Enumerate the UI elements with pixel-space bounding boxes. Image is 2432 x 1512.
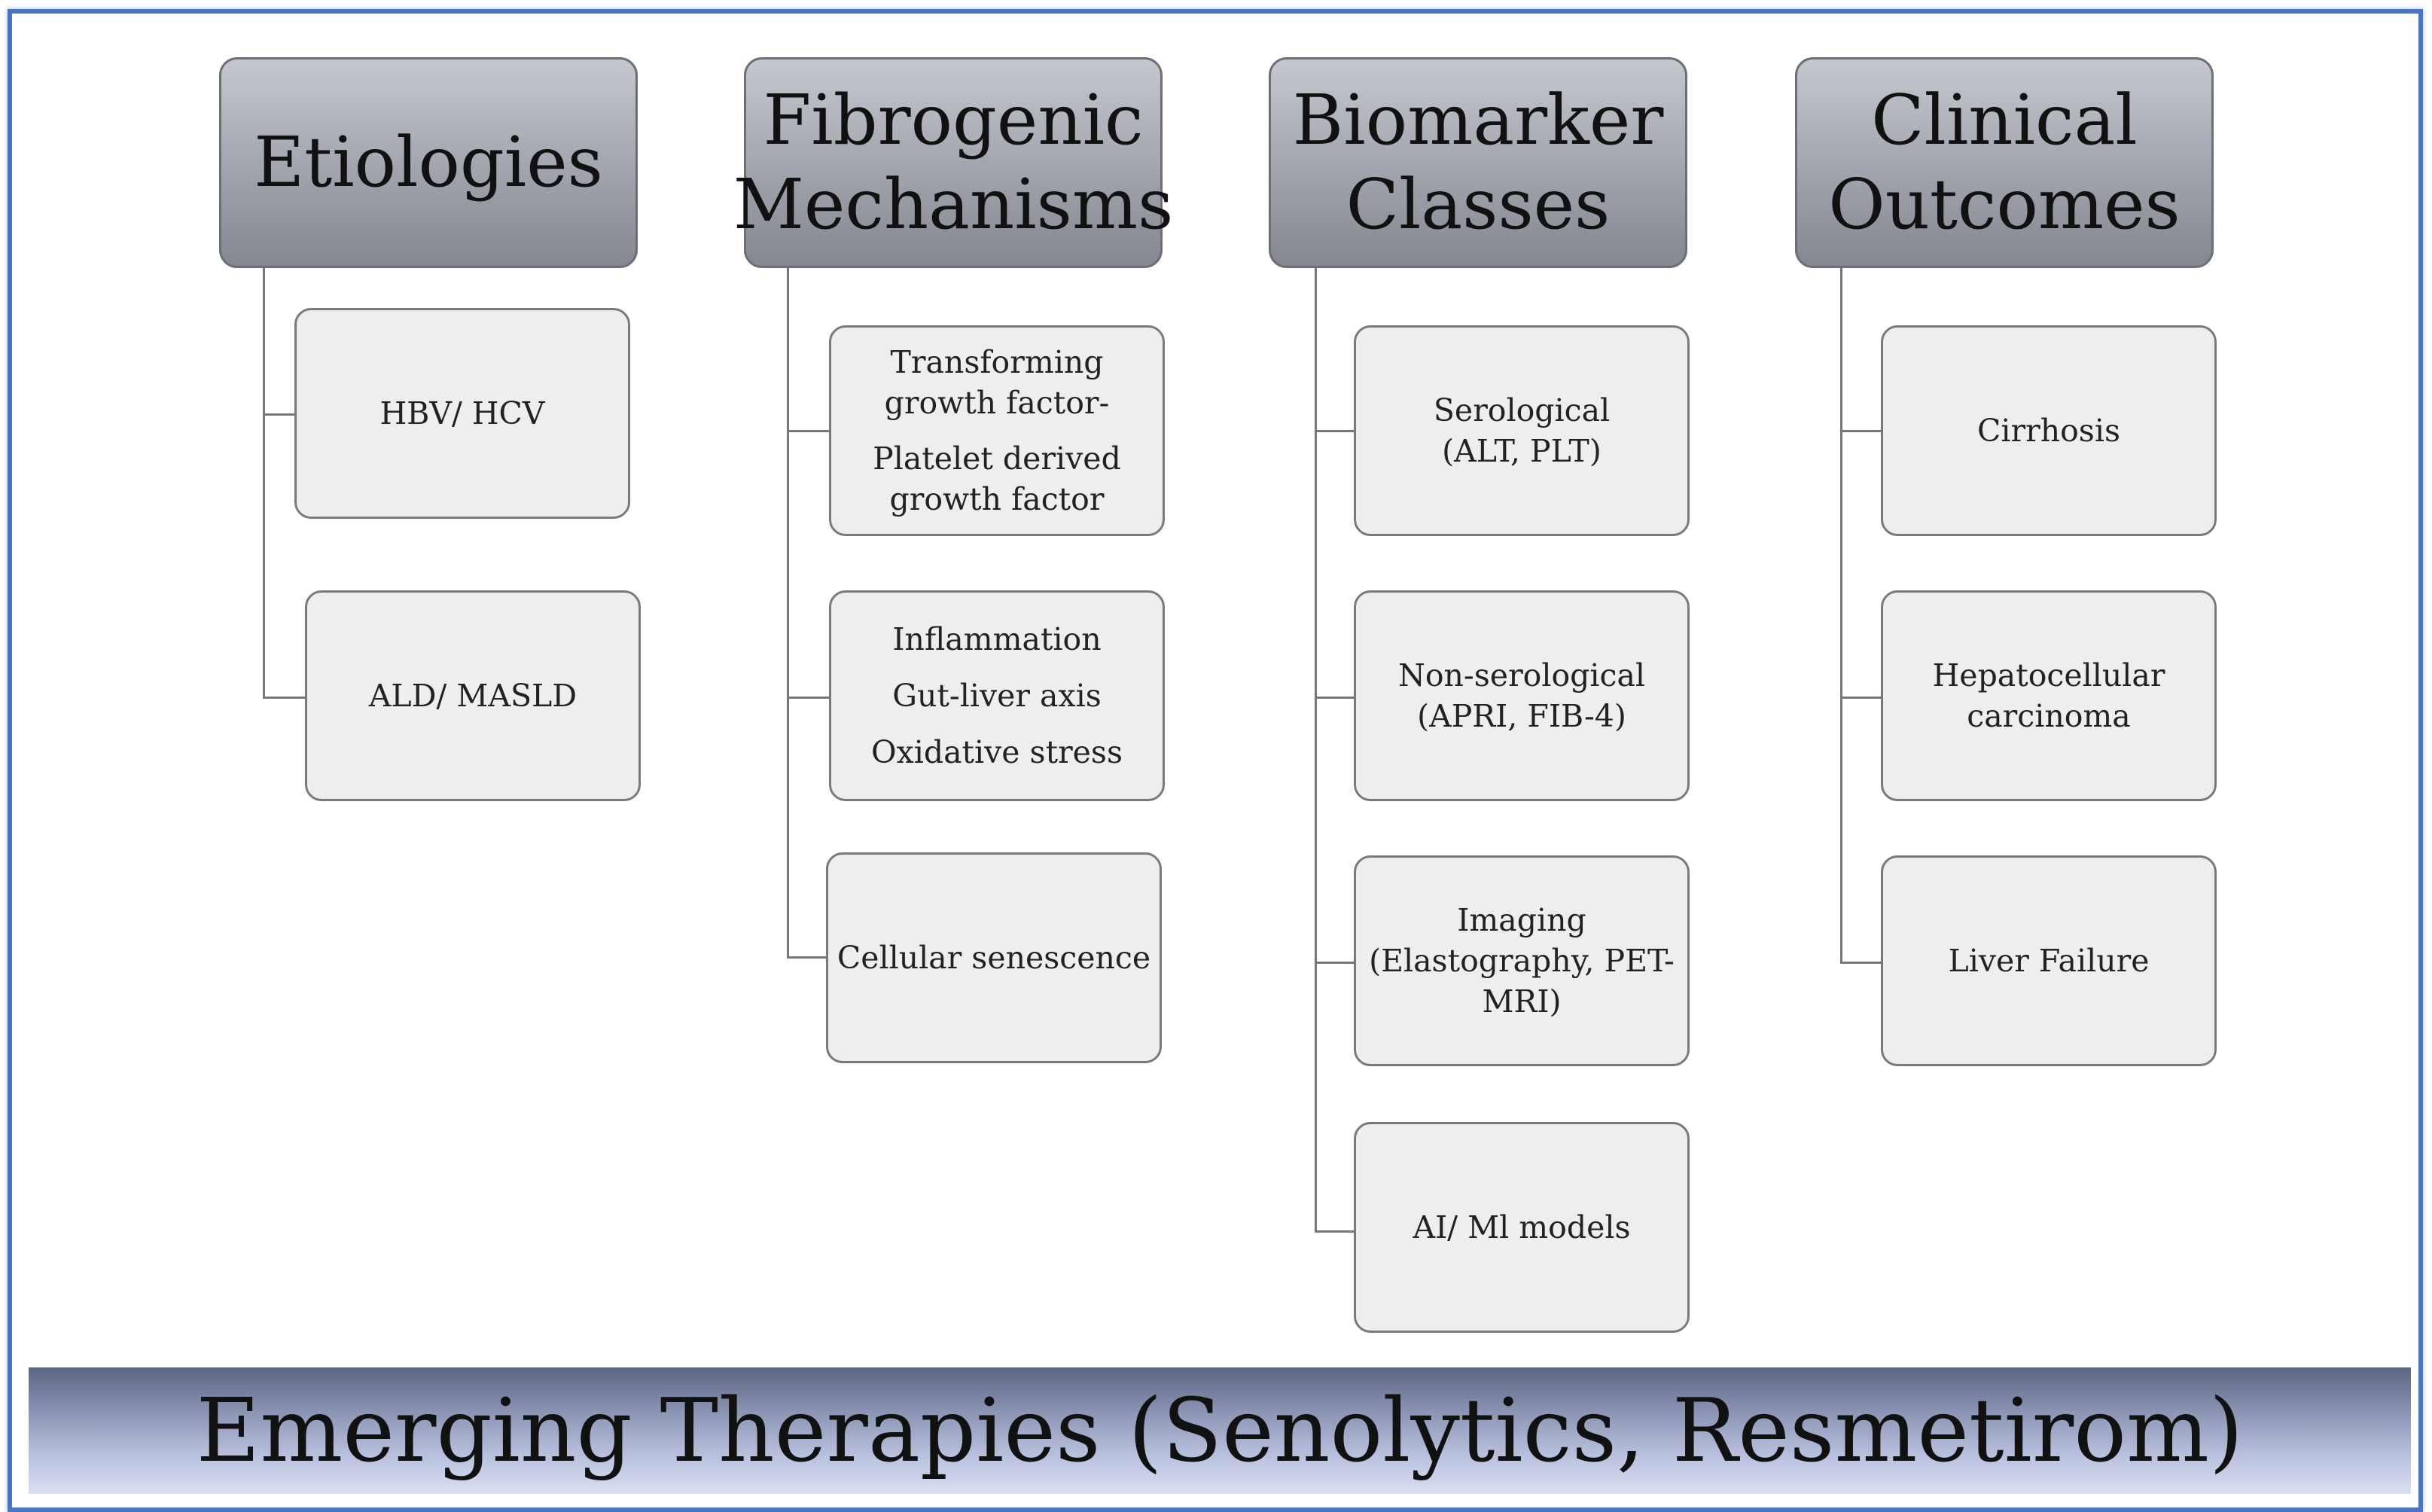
node-hbv-hcv: HBV/ HCV [294,308,630,519]
connector-branch [787,956,827,959]
connector-trunk-mechanisms [787,268,789,958]
footer-banner: Emerging Therapies (Senolytics, Resmetir… [29,1367,2411,1494]
connector-branch [1840,962,1882,964]
node-imaging: Imaging (Elastography, PET- MRI) [1354,855,1690,1066]
node-cellular-senescence: Cellular senescence [826,852,1162,1063]
node-serological: Serological (ALT, PLT) [1354,325,1690,536]
connector-branch [1315,1230,1355,1233]
connector-trunk-biomarkers [1315,268,1317,1233]
connector-branch [1315,430,1355,432]
node-inflammation: Inflammation Gut-liver axis Oxidative st… [829,590,1165,801]
connector-branch [1840,430,1882,432]
connector-branch [263,697,306,699]
footer-title: Emerging Therapies (Senolytics, Resmetir… [196,1379,2244,1482]
connector-branch [787,430,830,432]
connector-branch [787,697,830,699]
connector-branch [1315,962,1355,964]
node-cirrhosis: Cirrhosis [1881,325,2217,536]
node-ai-ml-models: AI/ Ml models [1354,1122,1690,1333]
connector-trunk-etiologies [263,268,265,699]
connector-branch [263,413,296,416]
connector-branch [1840,697,1882,699]
node-liver-failure: Liver Failure [1881,855,2217,1066]
node-ald-masld: ALD/ MASLD [305,590,641,801]
node-non-serological: Non-serological (APRI, FIB-4) [1354,590,1690,801]
header-etiologies: Etiologies [219,57,638,268]
connector-branch [1315,697,1355,699]
node-hepatocellular-carcinoma: Hepatocellular carcinoma [1881,590,2217,801]
node-growth-factors: Transforming growth factor- Platelet der… [829,325,1165,536]
connector-trunk-outcomes [1840,268,1842,964]
